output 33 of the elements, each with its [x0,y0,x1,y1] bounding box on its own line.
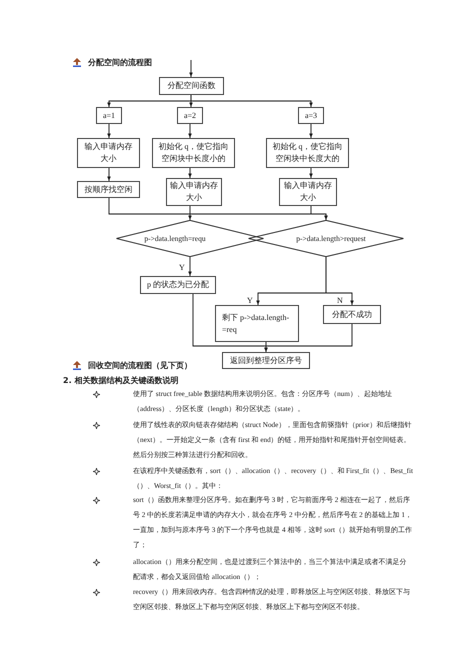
arrow [326,256,354,306]
process-box: p 的状态为已分配 [140,276,216,294]
arrow [310,206,328,220]
process-box: 按顺序找空闲 [77,181,140,198]
process-box: 分配不成功 [323,305,381,324]
arrow [188,206,192,220]
heading: 2. 相关数据结构及关键函数说明 [63,375,178,386]
arrow [107,124,111,138]
arrow [309,124,313,138]
process-box: a=2 [177,107,203,124]
process-box: 初始化 q，使它指向空闲块中长度小的 [152,138,235,168]
process-box: 输入申请内存大小 [77,138,140,168]
process-box: 初始化 q，使它指向空闲块中长度大的 [266,138,349,168]
arrow [188,256,192,276]
arrow [107,168,111,182]
arrow [190,94,313,108]
process-box: 分配空间函数 [159,77,224,95]
edge-label: N [337,297,343,305]
process-box: 返回到整理分区序号 [222,352,310,369]
arrow [188,168,192,178]
arrow [264,324,352,352]
edge-label: Y [179,264,185,272]
heading: 回收空间的流程图（见下页） [88,360,192,371]
arrow [188,124,192,138]
edge-label: Y [247,297,253,305]
process-box: 输入申请内存大小 [166,178,222,206]
heading: 分配空间的流程图 [88,57,152,68]
process-box: 剩下 p->data.length-=req [215,305,299,342]
process-box: a=1 [96,107,122,124]
process-box: a=3 [298,107,324,124]
process-box: 输入申请内存大小 [279,178,337,206]
arrow [309,168,313,178]
arrow [189,60,193,78]
